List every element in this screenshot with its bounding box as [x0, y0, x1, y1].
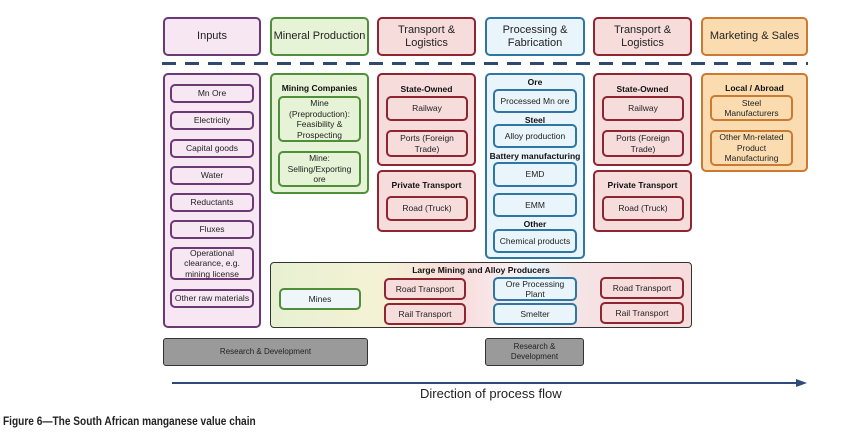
- road-truck-label-2: Road (Truck): [618, 203, 668, 214]
- header-inputs: Inputs: [163, 17, 261, 56]
- emd-box: EMD: [493, 162, 577, 187]
- header-processing-label: Processing & Fabrication: [502, 23, 568, 49]
- private-transport-label-2: Private Transport: [607, 180, 678, 190]
- input-item: Mn Ore: [170, 84, 254, 103]
- header-processing: Processing & Fabrication: [485, 17, 585, 56]
- header-transport-2-label: Transport & Logistics: [613, 23, 672, 49]
- railway-box-1: Railway: [386, 96, 468, 121]
- other-mn-products-label: Other Mn-related Product Manufacturing: [719, 132, 784, 164]
- road-truck-label-1: Road (Truck): [402, 203, 452, 214]
- road-truck-box-2: Road (Truck): [602, 196, 684, 221]
- input-item: Capital goods: [170, 139, 254, 158]
- header-mineral-production-label: Mineral Production: [273, 30, 366, 42]
- input-item-label: Operational clearance, e.g. mining licen…: [184, 247, 240, 279]
- steel-manufacturers-box: Steel Manufacturers: [710, 95, 793, 121]
- header-marketing: Marketing & Sales: [701, 17, 808, 56]
- emm-box: EMM: [493, 193, 577, 217]
- chemical-products-box: Chemical products: [493, 229, 577, 253]
- mine-preproduction-box: Mine (Preproduction): Feasibility & Pros…: [278, 96, 361, 142]
- input-item-label: Reductants: [190, 197, 234, 208]
- process-flow-arrow: [172, 379, 807, 387]
- input-item: Reductants: [170, 193, 254, 212]
- emd-label: EMD: [525, 169, 545, 180]
- header-mineral-production: Mineral Production: [270, 17, 369, 56]
- processed-mn-ore-box: Processed Mn ore: [493, 89, 577, 113]
- input-item-label: Fluxes: [199, 224, 225, 235]
- local-abroad-label: Local / Abroad: [725, 83, 784, 93]
- large-producers-label: Large Mining and Alloy Producers: [412, 265, 550, 275]
- input-item-label: Capital goods: [186, 143, 238, 154]
- rnd-label-1: Research & Development: [219, 346, 312, 356]
- input-item: Electricity: [170, 111, 254, 130]
- mines-box: Mines: [279, 288, 361, 310]
- header-transport-1-label: Transport & Logistics: [397, 23, 456, 49]
- road-truck-box-1: Road (Truck): [386, 196, 468, 221]
- input-item-label: Other raw materials: [174, 293, 250, 304]
- other-mn-products-box: Other Mn-related Product Manufacturing: [710, 130, 793, 166]
- mine-selling-box: Mine: Selling/Exporting ore: [278, 151, 361, 187]
- input-item-label: Mn Ore: [197, 88, 227, 99]
- rnd-box-1: Research & Development: [163, 338, 368, 366]
- state-owned-label-1: State-Owned: [400, 84, 453, 94]
- input-item: Operational clearance, e.g. mining licen…: [170, 247, 254, 280]
- section-ore-label: Ore: [527, 77, 543, 87]
- rail-transport-box-2: Rail Transport: [600, 302, 684, 324]
- flow-direction-label: Direction of process flow: [420, 386, 562, 401]
- ports-box-1: Ports (Foreign Trade): [386, 130, 468, 157]
- ore-processing-plant-box: Ore Processing Plant: [493, 277, 577, 301]
- input-item: Water: [170, 166, 254, 185]
- section-steel-label: Steel: [524, 115, 546, 125]
- mine-selling-label: Mine: Selling/Exporting ore: [287, 153, 352, 185]
- header-transport-2: Transport & Logistics: [593, 17, 692, 56]
- ports-label-1: Ports (Foreign Trade): [400, 133, 454, 154]
- ore-processing-plant-label: Ore Processing Plant: [505, 278, 565, 300]
- steel-manufacturers-label: Steel Manufacturers: [724, 97, 779, 119]
- road-transport-label-1: Road Transport: [395, 283, 455, 294]
- road-transport-box-2: Road Transport: [600, 277, 684, 299]
- road-transport-label-2: Road Transport: [612, 282, 672, 293]
- header-inputs-label: Inputs: [197, 30, 227, 42]
- rail-transport-label-2: Rail Transport: [615, 307, 669, 318]
- input-item: Other raw materials: [170, 289, 254, 308]
- processed-mn-ore-label: Processed Mn ore: [500, 95, 570, 106]
- rail-transport-box-1: Rail Transport: [384, 303, 466, 325]
- smelter-label: Smelter: [520, 308, 550, 319]
- ports-box-2: Ports (Foreign Trade): [602, 130, 684, 157]
- railway-label-1: Railway: [412, 103, 442, 114]
- input-item-label: Water: [200, 170, 224, 181]
- mining-companies-label: Mining Companies: [281, 83, 358, 93]
- railway-label-2: Railway: [628, 103, 658, 114]
- input-item: Fluxes: [170, 220, 254, 239]
- section-other-label: Other: [523, 219, 547, 229]
- header-marketing-label: Marketing & Sales: [709, 30, 800, 42]
- figure-caption: Figure 6—The South African manganese val…: [3, 416, 256, 428]
- private-transport-label-1: Private Transport: [391, 180, 462, 190]
- arrowhead-icon: [796, 379, 807, 387]
- alloy-production-label: Alloy production: [504, 130, 566, 141]
- ports-label-2: Ports (Foreign Trade): [616, 133, 670, 154]
- emm-label: EMM: [525, 199, 545, 210]
- mine-preproduction-label: Mine (Preproduction): Feasibility & Pros…: [289, 98, 350, 140]
- section-battery-label: Battery manufacturing: [489, 151, 581, 161]
- road-transport-box-1: Road Transport: [384, 278, 466, 300]
- header-transport-1: Transport & Logistics: [377, 17, 476, 56]
- rnd-box-2: Research & Development: [485, 338, 584, 366]
- chemical-products-label: Chemical products: [499, 235, 571, 246]
- state-owned-label-2: State-Owned: [616, 84, 669, 94]
- smelter-box: Smelter: [493, 303, 577, 325]
- input-item-label: Electricity: [193, 115, 231, 126]
- railway-box-2: Railway: [602, 96, 684, 121]
- mines-label: Mines: [308, 293, 332, 304]
- rail-transport-label-1: Rail Transport: [398, 308, 452, 319]
- rnd-label-2: Research & Development: [510, 341, 559, 362]
- stage-divider: [162, 62, 808, 65]
- alloy-production-box: Alloy production: [493, 124, 577, 148]
